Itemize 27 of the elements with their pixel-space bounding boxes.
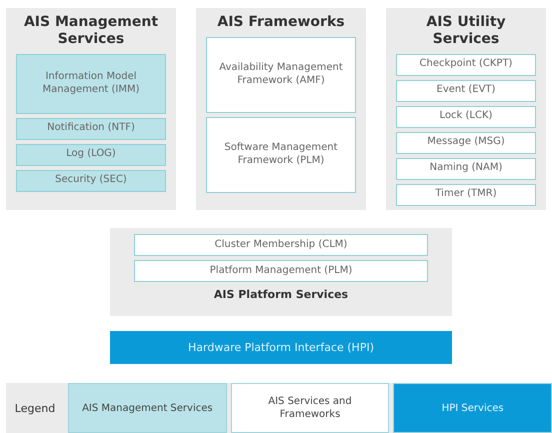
service-group-panel (196, 8, 366, 210)
legend-title: Legend (14, 402, 56, 414)
service-box: Timer (TMR) (396, 184, 536, 206)
legend-swatch: HPI Services (393, 383, 552, 433)
group-heading: AIS Utility Services (425, 13, 507, 49)
service-box: Event (EVT) (396, 80, 536, 102)
service-box: Security (SEC) (16, 170, 166, 192)
service-group-panel (6, 8, 176, 210)
service-box: Lock (LCK) (396, 106, 536, 128)
group-heading: AIS Frameworks (216, 13, 346, 32)
service-box: Message (MSG) (396, 132, 536, 154)
service-box: Cluster Membership (CLM) (134, 234, 428, 256)
service-box: Software Management Framework (PLM) (206, 116, 356, 193)
service-box: Availability Management Framework (AMF) (206, 36, 356, 113)
legend-swatch: AIS Services and Frameworks (230, 383, 390, 433)
group-heading: AIS Management Services (22, 13, 160, 49)
service-box: Checkpoint (CKPT) (396, 54, 536, 76)
group-heading: AIS Platform Services (212, 287, 350, 303)
legend-swatch: AIS Management Services (68, 383, 227, 433)
service-box: Log (LOG) (16, 144, 166, 166)
service-box: Naming (NAM) (396, 158, 536, 180)
service-group-panel (110, 228, 452, 316)
service-box: Notification (NTF) (16, 118, 166, 140)
interface-bar: Hardware Platform Interface (HPI) (110, 331, 452, 364)
service-box: Platform Management (PLM) (134, 260, 428, 282)
service-box: Information Model Management (IMM) (16, 54, 166, 114)
service-group-panel (386, 8, 546, 210)
